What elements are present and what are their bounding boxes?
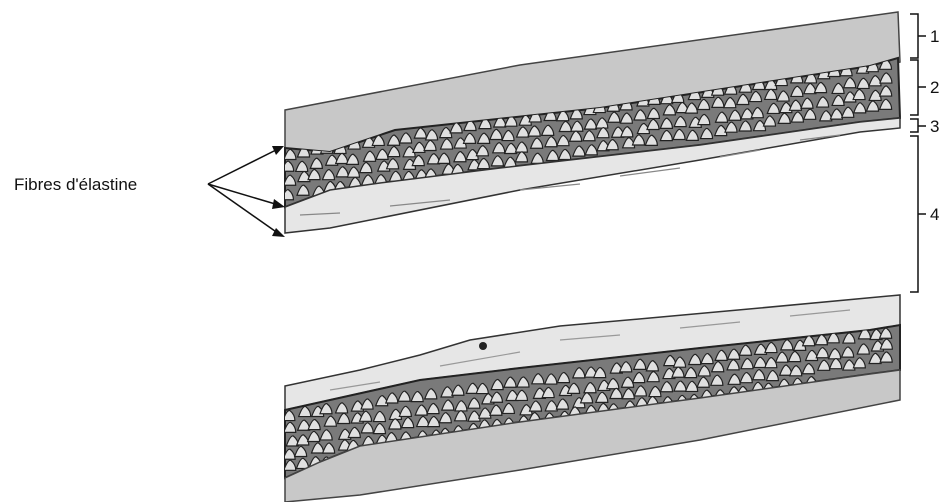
layer-number-2: 2 <box>930 78 939 97</box>
layer-brackets <box>910 14 926 292</box>
bracket-3 <box>910 119 926 132</box>
upper-wall <box>281 12 900 233</box>
bracket-4 <box>910 136 926 292</box>
layer-number-1: 1 <box>930 27 939 46</box>
layer-number-3: 3 <box>930 117 939 136</box>
elastin-label-group: Fibres d'élastine <box>14 146 285 237</box>
lower-wall <box>283 295 900 502</box>
bracket-1 <box>910 14 926 58</box>
elastin-fibres-label: Fibres d'élastine <box>14 175 137 194</box>
layer-number-4: 4 <box>930 205 939 224</box>
elastin-arrows <box>208 147 282 236</box>
bracket-2 <box>910 60 926 115</box>
